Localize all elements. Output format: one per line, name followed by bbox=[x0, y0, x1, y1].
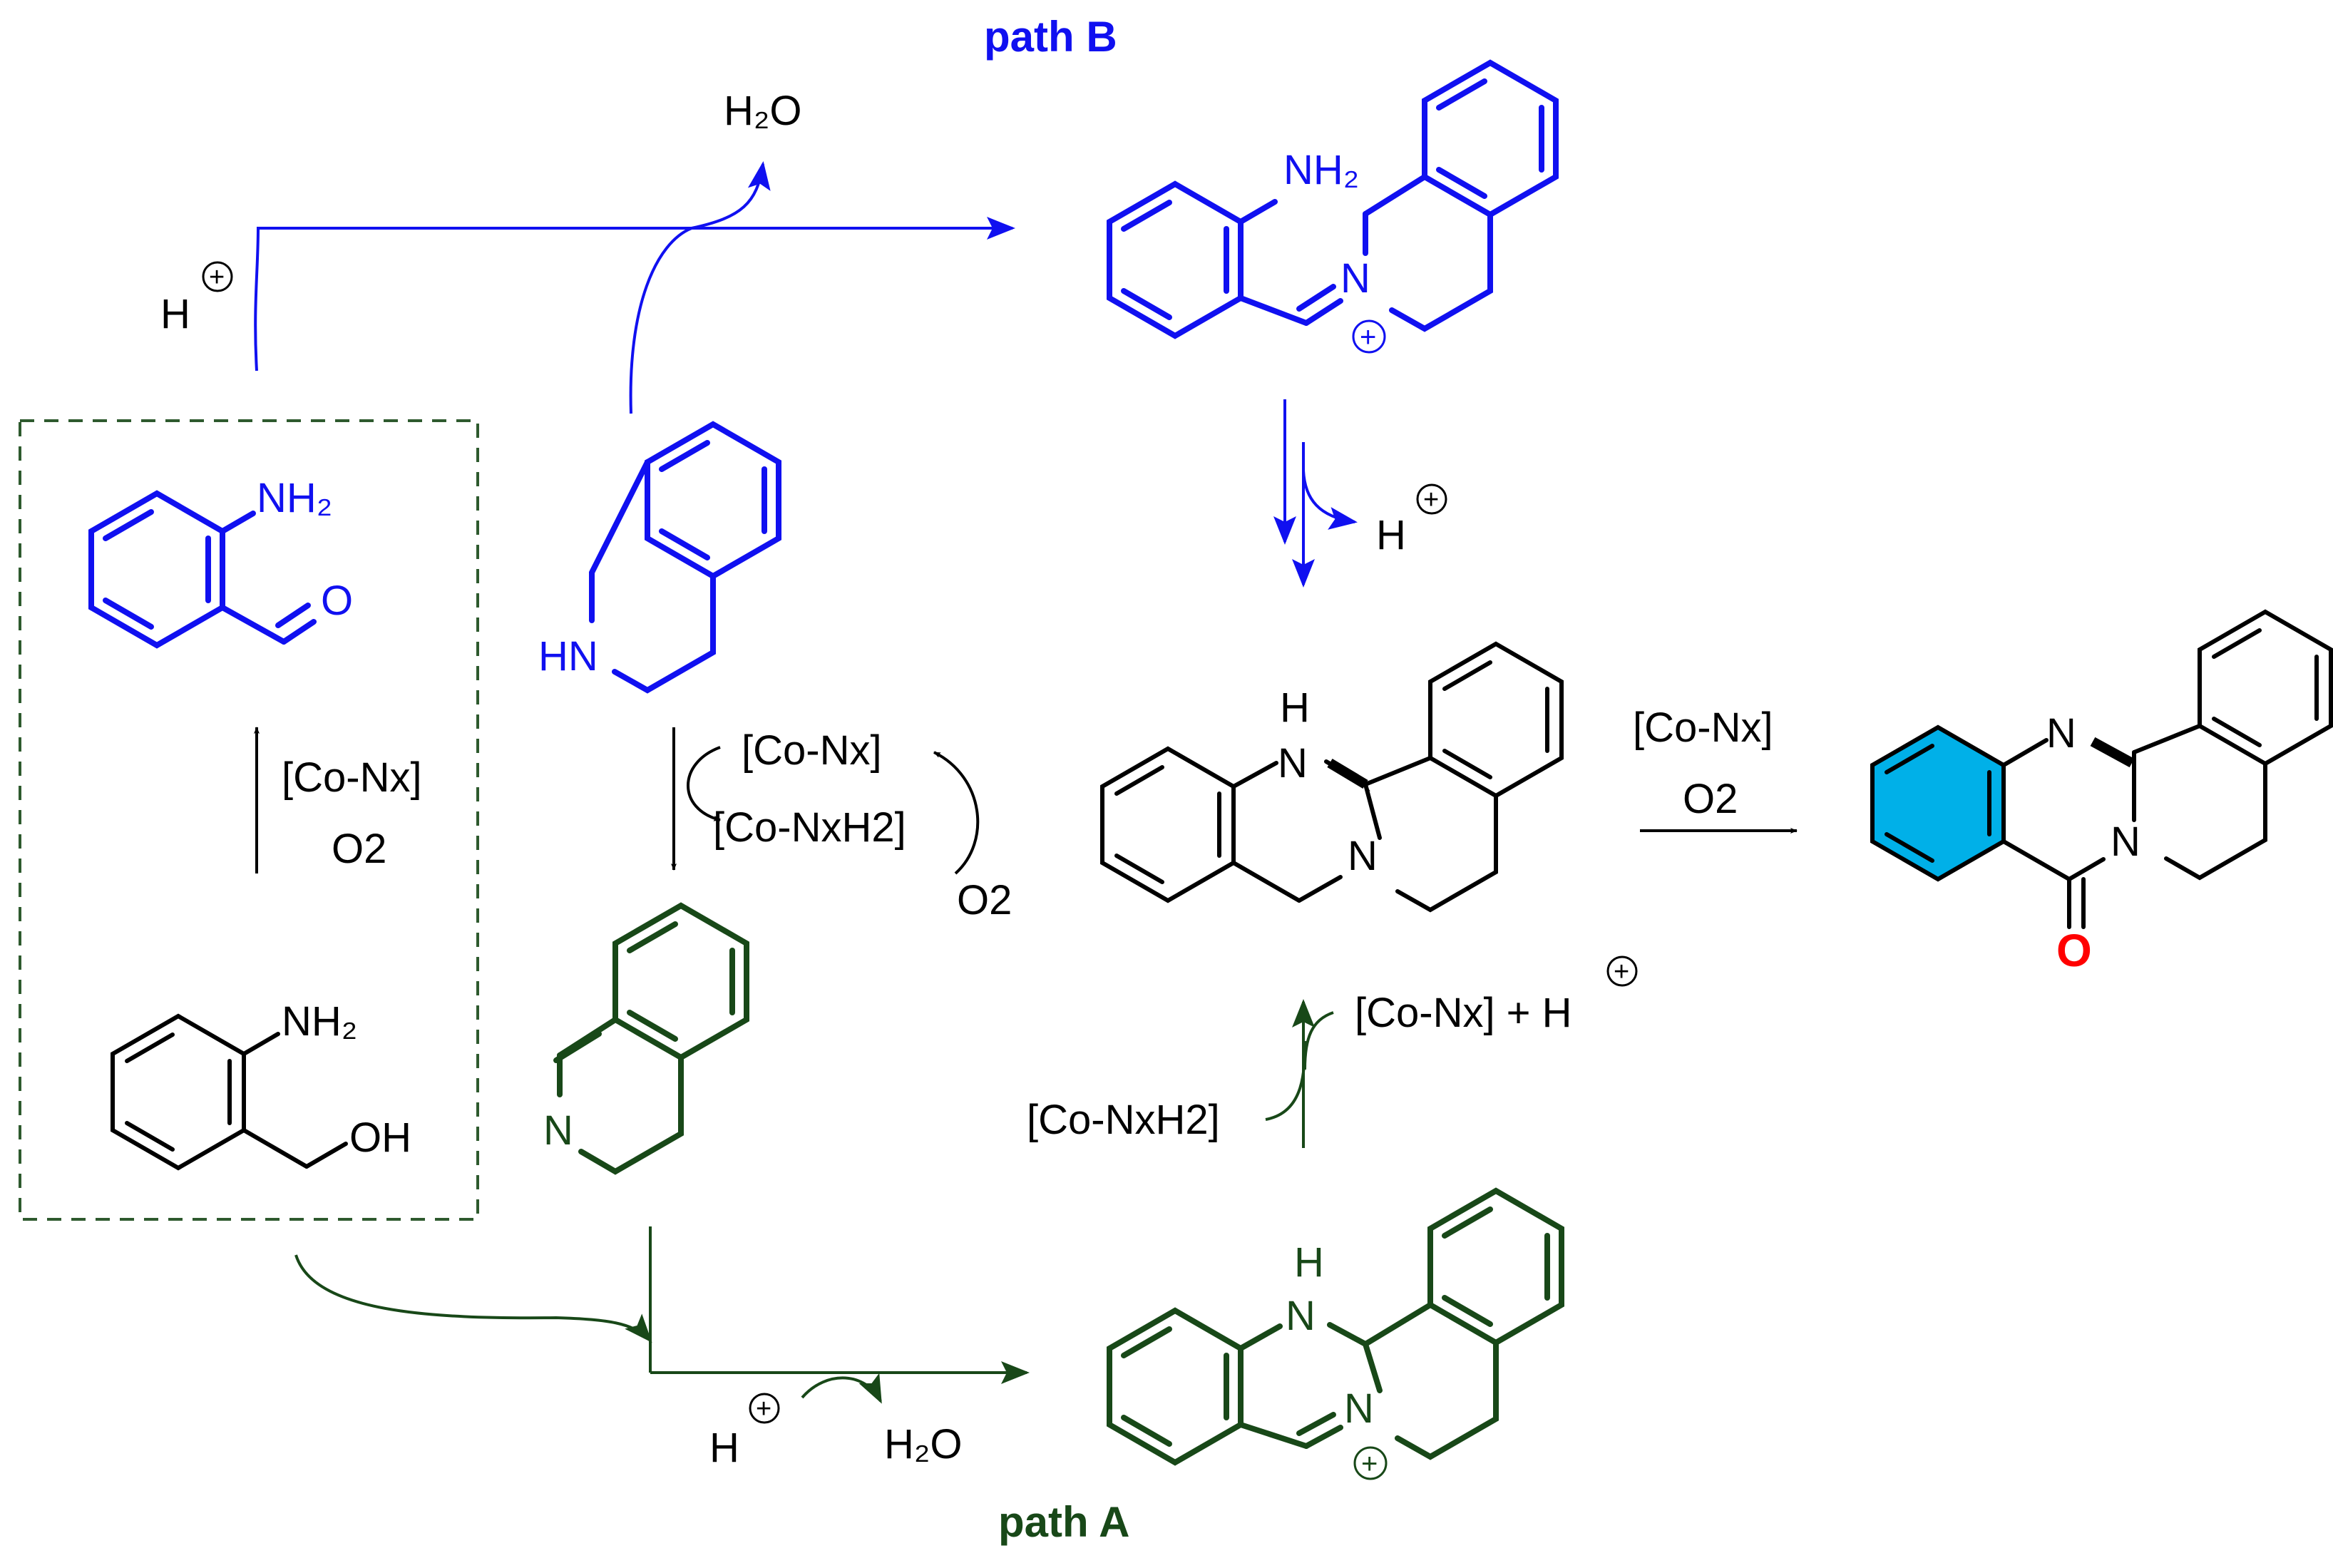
path-b-title: path B bbox=[984, 13, 1117, 61]
path-a-proton-sign: + bbox=[756, 1394, 771, 1424]
aminal-nh-label: N bbox=[1278, 740, 1308, 786]
n-label-dhiq: N bbox=[543, 1107, 573, 1154]
path-a-h-label: H bbox=[1294, 1239, 1324, 1286]
path-a-catalyst-reduced-label: [Co-NxH2] bbox=[1027, 1097, 1220, 1143]
nh2-label-aldehyde: NH₂ bbox=[257, 475, 332, 521]
hn-label-thiq: HN bbox=[538, 633, 598, 680]
product-n1-label: N bbox=[2046, 710, 2076, 757]
path-a-hydride-curve bbox=[1265, 1040, 1306, 1121]
path-b-water-label: H₂O bbox=[724, 88, 802, 134]
aminobenzaldehyde-structure bbox=[88, 490, 317, 649]
path-a-water-loss-arrow bbox=[801, 1373, 882, 1404]
product-n2-label: N bbox=[2111, 819, 2140, 865]
product-carbonyl-o-label: O bbox=[2056, 925, 2092, 976]
path-b-vertical-line bbox=[254, 227, 260, 371]
path-a-catalyst-release-arrow bbox=[1303, 1011, 1334, 1070]
path-b-water-loss-arrow bbox=[691, 161, 771, 230]
final-catalyst-label: [Co-Nx] bbox=[1633, 704, 1773, 751]
aminal-n-label: N bbox=[1348, 833, 1378, 879]
path-b-nh2-label: NH₂ bbox=[1283, 147, 1359, 193]
box-catalyst-label: [Co-Nx] bbox=[282, 754, 422, 801]
path-a-nh-label: N bbox=[1286, 1293, 1316, 1339]
product-highlighted-ring bbox=[1870, 724, 2006, 882]
path-a-iminium-charge: + bbox=[1361, 1448, 1378, 1480]
path-a-catalyst-plus-h-label: [Co-Nx] + H bbox=[1355, 990, 1572, 1036]
o-label-aldehyde: O bbox=[321, 578, 353, 624]
path-b-proton-loss-sign: + bbox=[1423, 485, 1439, 515]
path-b-proton-loss-label: H bbox=[1376, 512, 1406, 558]
dihydroisoquinoline-structure bbox=[553, 902, 749, 1175]
tetrahydroisoquinoline-structure bbox=[589, 421, 781, 694]
path-b-proton-sign: + bbox=[209, 262, 225, 292]
path-a-iminium-structure bbox=[1107, 1187, 1564, 1466]
product-structure bbox=[1885, 609, 2333, 929]
path-b-iminium-n-label: N bbox=[1340, 255, 1370, 302]
box-oxygen-label: O2 bbox=[332, 826, 386, 872]
path-b-proton-loss-arrow bbox=[1302, 470, 1358, 530]
cycle-catalyst-label: [Co-Nx] bbox=[742, 727, 882, 774]
aminal-h-label: H bbox=[1280, 685, 1310, 731]
path-b-amine-curve bbox=[629, 227, 692, 414]
aminobenzyl-alcohol-structure bbox=[111, 1013, 348, 1171]
path-b-iminium-charge: + bbox=[1360, 322, 1376, 353]
nh2-label-alcohol: NH₂ bbox=[282, 998, 357, 1045]
path-a-title: path A bbox=[998, 1498, 1129, 1546]
path-a-aldehyde-curve bbox=[294, 1254, 652, 1343]
path-a-proton-label: H bbox=[709, 1425, 739, 1471]
path-a-water-label: H₂O bbox=[884, 1421, 963, 1467]
final-oxygen-label: O2 bbox=[1683, 776, 1738, 822]
catalyst-curved-arrow-in bbox=[687, 746, 721, 821]
path-b-iminium-structure bbox=[1107, 59, 1559, 339]
cycle-regeneration-arrow bbox=[933, 751, 980, 875]
cycle-oxygen-label: O2 bbox=[957, 877, 1012, 923]
aminal-intermediate-structure bbox=[1100, 641, 1564, 913]
path-b-proton-label: H bbox=[160, 291, 190, 337]
starting-materials-box bbox=[19, 419, 479, 1221]
cycle-catalyst-reduced-label: [Co-NxH2] bbox=[713, 804, 906, 851]
oh-label-alcohol: OH bbox=[349, 1114, 411, 1161]
path-a-catalyst-proton-sign: + bbox=[1614, 957, 1629, 987]
path-a-iminium-n-label: N bbox=[1344, 1385, 1374, 1432]
